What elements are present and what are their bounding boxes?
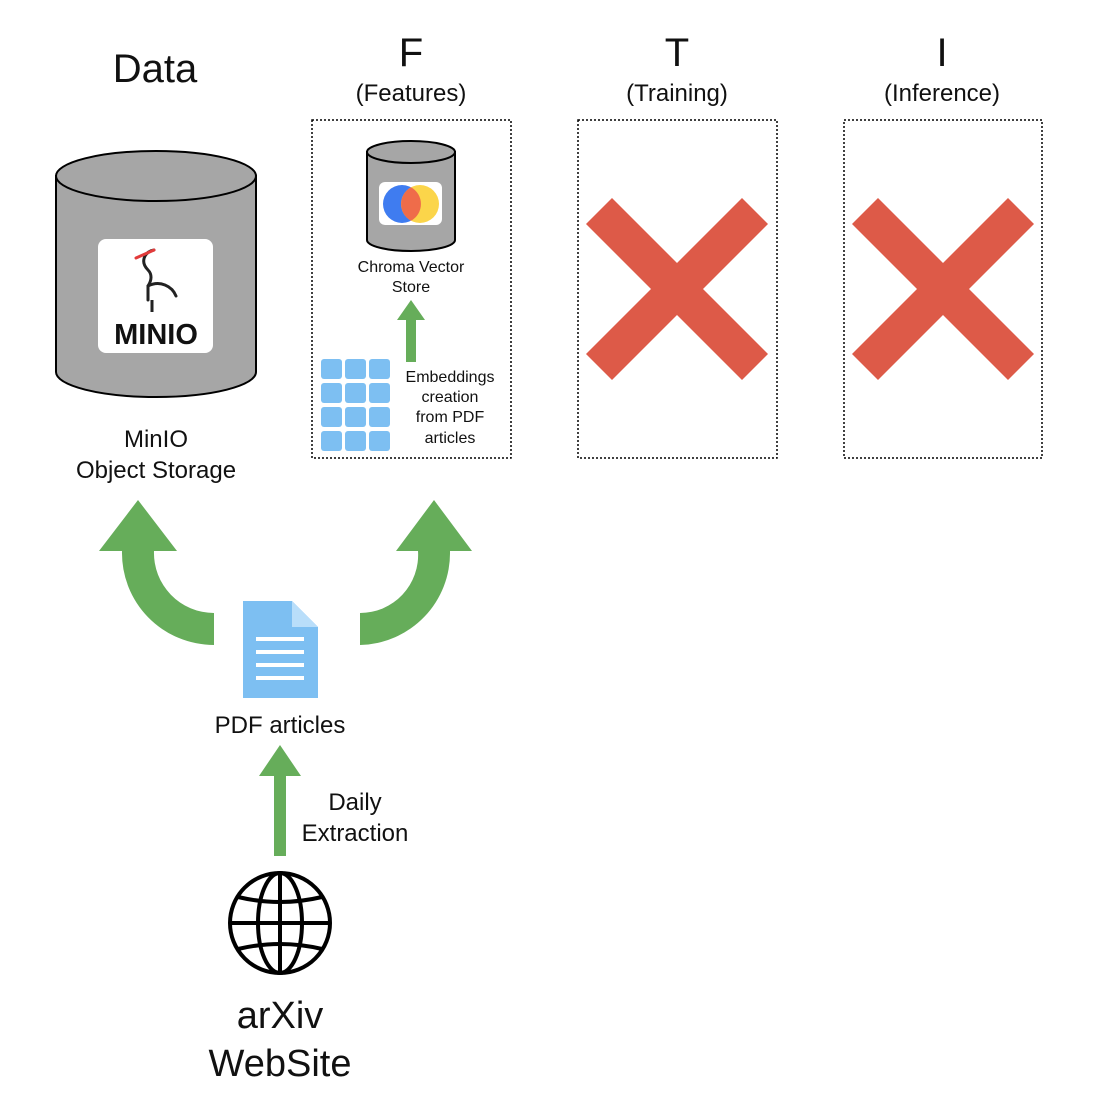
embeddings-line1: Embeddings — [406, 369, 495, 386]
embeddings-line2: creation — [422, 389, 479, 406]
training-subtitle: (Training) — [626, 80, 728, 107]
features-subtitle: (Features) — [356, 80, 467, 107]
training-cross-icon — [586, 198, 768, 380]
source-line1: arXiv — [237, 995, 324, 1037]
source-line2: WebSite — [209, 1043, 352, 1085]
pdf-label: PDF articles — [215, 712, 346, 739]
features-letter: F — [399, 31, 423, 75]
data-column-title: Data — [113, 47, 198, 91]
chroma-cylinder — [366, 140, 456, 252]
extraction-line2: Extraction — [302, 820, 409, 847]
inference-cross-icon — [852, 198, 1034, 380]
inference-subtitle: (Inference) — [884, 80, 1000, 107]
document-icon — [243, 601, 318, 698]
chroma-logo — [379, 182, 442, 225]
extraction-arrow-icon — [259, 745, 301, 856]
embeddings-grid-icon — [321, 359, 390, 451]
training-letter: T — [665, 31, 689, 75]
extraction-line1: Daily — [328, 789, 381, 816]
to-minio-arrow-icon — [99, 500, 214, 645]
minio-label-line2: Object Storage — [76, 457, 236, 484]
minio-logo: MINIO — [98, 239, 213, 353]
minio-label-line1: MinIO — [124, 426, 188, 453]
minio-cylinder: MINIO — [55, 150, 257, 398]
to-features-arrow-icon — [360, 500, 472, 645]
minio-logo-text: MINIO — [114, 319, 198, 351]
chroma-label-line2: Store — [392, 279, 430, 296]
inference-letter: I — [936, 31, 947, 75]
embeddings-line3: from PDF — [416, 409, 485, 426]
features-box — [311, 119, 512, 459]
embeddings-arrow-icon — [397, 300, 425, 362]
embeddings-line4: articles — [425, 430, 476, 447]
training-box — [577, 119, 778, 459]
globe-icon — [228, 871, 332, 975]
chroma-label-line1: Chroma Vector — [358, 259, 465, 276]
